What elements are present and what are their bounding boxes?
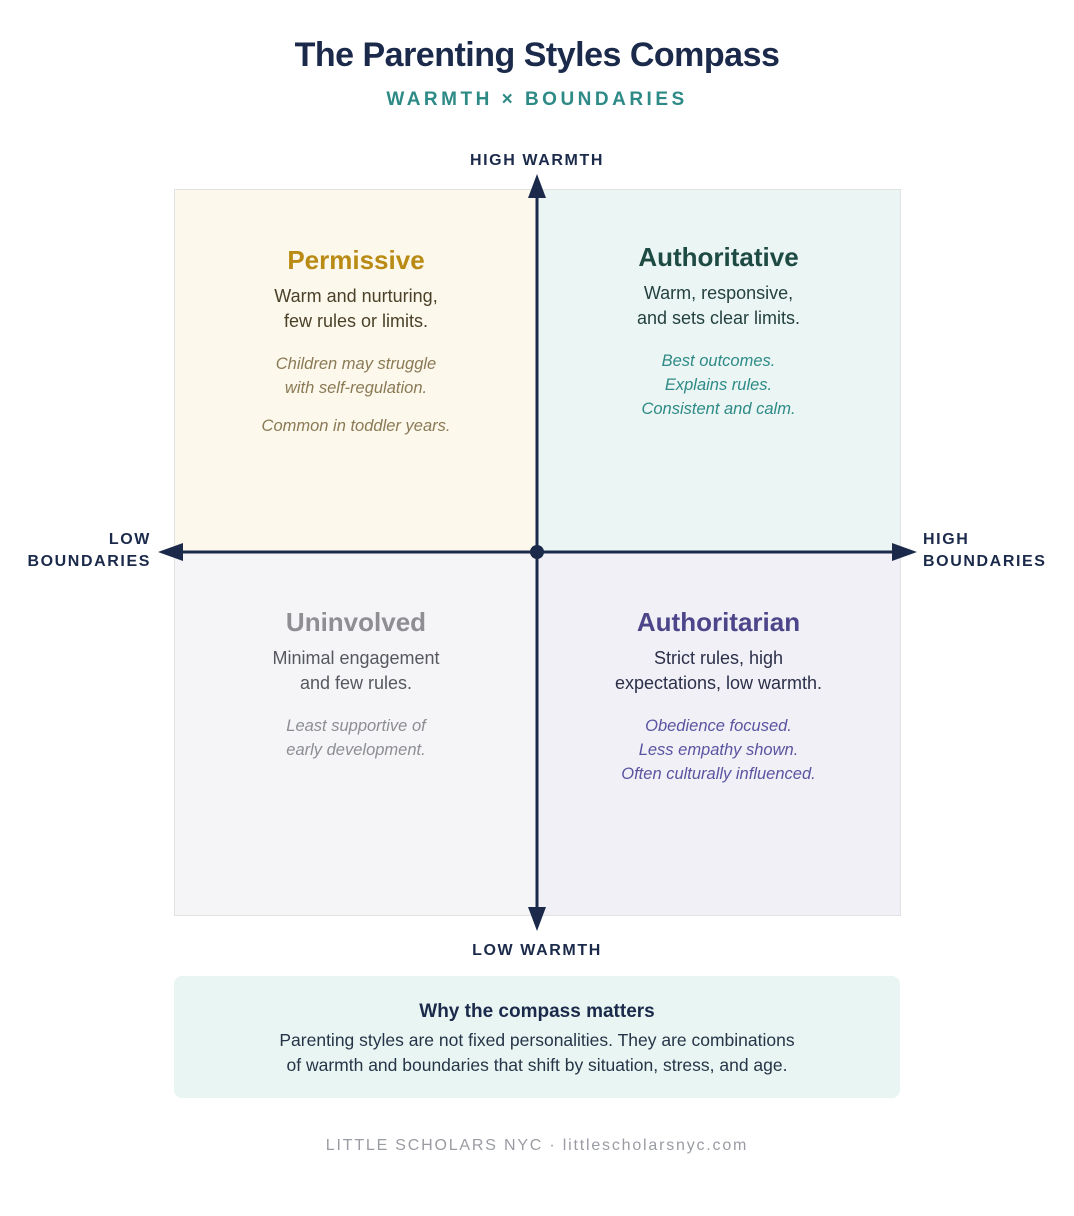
origin-dot <box>530 545 544 559</box>
quadrant-title: Authoritative <box>638 242 799 272</box>
arrow-left-icon <box>158 543 183 561</box>
quadrant-note: Children may struggle with self-regulati… <box>275 355 437 397</box>
info-callout: Why the compass matters Parenting styles… <box>174 976 900 1098</box>
axis-label-line: HIGH <box>923 531 970 548</box>
quadrant-note: Obedience focused. Less empathy shown. O… <box>621 717 816 783</box>
quadrant-note: Least supportive of early development. <box>286 717 426 759</box>
axis-label-line: LOW <box>108 531 151 548</box>
axis-label-line: BOUNDARIES <box>27 553 151 570</box>
quadrant-title: Uninvolved <box>285 607 427 637</box>
quadrant-description: Minimal engagement and few rules. <box>272 648 440 693</box>
axis-label-high-warmth: HIGH WARMTH <box>469 152 605 169</box>
quadrant-description: Strict rules, high expectations, low war… <box>614 648 823 693</box>
quadrant-authoritative: Authoritative Warm, responsive, and sets… <box>537 189 901 552</box>
footer-credit: LITTLE SCHOLARS NYC · littlescholarsnyc.… <box>325 1137 749 1154</box>
info-title: Why the compass matters <box>419 1001 655 1022</box>
quadrant-title: Authoritarian <box>636 607 801 637</box>
info-body: Parenting styles are not fixed personali… <box>279 1030 795 1075</box>
quadrant-uninvolved: Uninvolved Minimal engagement and few ru… <box>174 552 537 916</box>
axis-label-low-warmth: LOW WARMTH <box>472 942 602 959</box>
quadrant-description: Warm and nurturing, few rules or limits. <box>274 286 438 331</box>
quadrant-note-secondary: Common in toddler years. <box>261 417 451 435</box>
page-title: The Parenting Styles Compass <box>294 36 780 74</box>
axis-label-high-boundaries: HIGH BOUNDARIES <box>923 529 1063 573</box>
arrow-up-icon <box>528 174 546 198</box>
axis-label-line: BOUNDARIES <box>923 553 1047 570</box>
arrow-right-icon <box>892 543 917 561</box>
quadrant-permissive: Permissive Warm and nurturing, few rules… <box>174 189 537 552</box>
page-subtitle: WARMTH × BOUNDARIES <box>386 89 688 110</box>
quadrant-title: Permissive <box>287 245 425 275</box>
arrow-down-icon <box>528 907 546 931</box>
axis-label-low-boundaries: LOW BOUNDARIES <box>10 529 151 573</box>
quadrant-authoritarian: Authoritarian Strict rules, high expecta… <box>537 552 901 916</box>
quadrant-description: Warm, responsive, and sets clear limits. <box>636 283 801 328</box>
quadrant-note: Best outcomes. Explains rules. Consisten… <box>641 352 796 418</box>
